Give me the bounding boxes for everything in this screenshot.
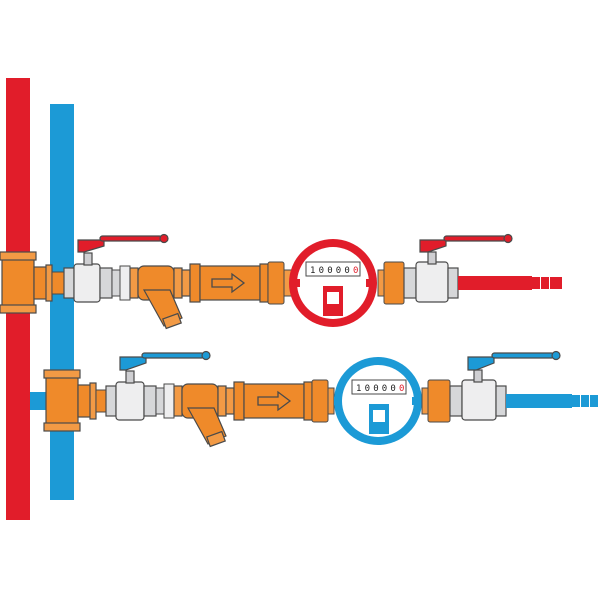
meter-digit: 1 bbox=[356, 384, 361, 394]
lever-handle-icon bbox=[119, 356, 147, 371]
cold-riser-pipe bbox=[50, 104, 74, 500]
cold-tee-fitting bbox=[43, 369, 97, 432]
hot-strainer-filter bbox=[129, 265, 183, 330]
meter-digit: 1 bbox=[310, 266, 315, 276]
hot-tee-fitting bbox=[0, 251, 53, 314]
hot-meter-coupler bbox=[267, 261, 293, 305]
meter-counter-window bbox=[305, 261, 361, 277]
cold-meter-coupler bbox=[311, 379, 335, 423]
meter-digit: 0 bbox=[327, 266, 332, 276]
cold-ball-valve-inlet[interactable] bbox=[105, 350, 211, 421]
hot-outlet-pipe bbox=[458, 276, 562, 290]
meter-counter-window bbox=[351, 379, 407, 395]
meter-digit: 0 bbox=[382, 384, 387, 394]
meter-digit: 0 bbox=[365, 384, 370, 394]
hot-ball-valve-inlet[interactable] bbox=[63, 233, 169, 303]
meter-digit: 0 bbox=[344, 266, 349, 276]
meter-digit: 0 bbox=[353, 266, 358, 276]
meter-digit: 0 bbox=[390, 384, 395, 394]
lever-handle-icon bbox=[77, 239, 105, 253]
hot-check-valve bbox=[181, 263, 269, 303]
cold-strainer-filter bbox=[173, 383, 227, 448]
cold-outlet-pipe bbox=[506, 394, 598, 408]
flow-direction-arrow-icon bbox=[211, 272, 246, 294]
flow-direction-arrow-icon bbox=[257, 390, 292, 412]
cold-union-nut bbox=[155, 383, 175, 419]
meter-digit: 0 bbox=[399, 384, 404, 394]
cold-check-valve bbox=[225, 381, 313, 421]
lever-handle-icon bbox=[467, 356, 495, 371]
hot-ball-valve-outlet[interactable] bbox=[403, 233, 513, 303]
cold-ball-valve-outlet[interactable] bbox=[449, 350, 561, 421]
hot-union-nut bbox=[111, 265, 131, 301]
meter-digit: 0 bbox=[336, 266, 341, 276]
cold-outlet-coupler bbox=[421, 379, 451, 423]
meter-digit: 0 bbox=[373, 384, 378, 394]
hot-outlet-coupler bbox=[377, 261, 405, 305]
lever-handle-icon bbox=[419, 239, 447, 253]
meter-digit: 0 bbox=[319, 266, 324, 276]
